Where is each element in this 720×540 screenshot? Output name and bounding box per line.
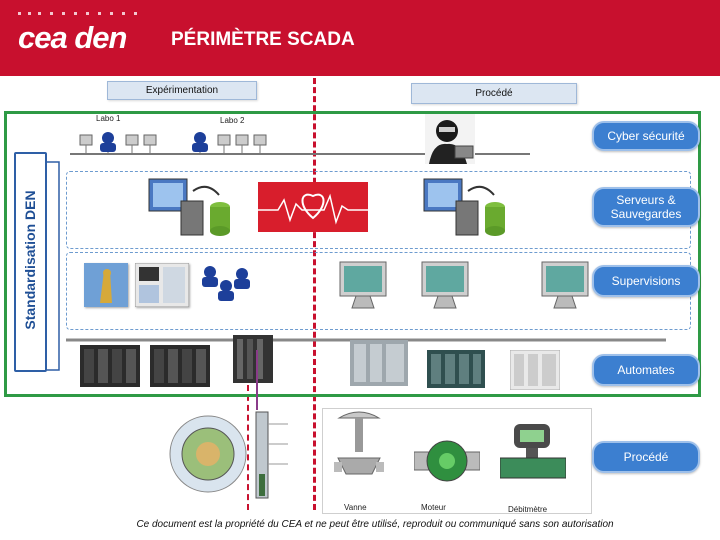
layer-automates: Automates [592,354,700,386]
server-backup-icon-right [423,178,505,236]
layer-serveurs-sauvegardes: Serveurs & Sauvegardes [592,187,700,227]
supervision-monitor-2 [421,261,469,309]
standardisation-bracket [47,161,60,371]
copyright-footer: Ce document est la propriété du CEA et n… [136,519,614,530]
heartbeat-redundancy-icon [258,182,368,232]
hacker-icon [425,114,475,164]
debitmetre-label: Débitmètre [508,505,548,514]
header-decoration [18,12,158,16]
motor-icon [414,440,480,482]
server-backup-icon-left [148,178,230,236]
statue-image [84,263,128,307]
labo2-label: Labo 2 [220,116,245,125]
separator-line-left [247,385,249,510]
plc-rack-2 [150,345,210,387]
users-group-icon [202,266,250,301]
header-banner [0,0,720,76]
rack-to-process-link [256,350,258,410]
flowmeter-icon [500,424,566,479]
moteur-label: Moteur [421,503,446,512]
standardisation-label: Standardisation DEN [22,190,38,330]
page-title: PÉRIMÈTRE SCADA [171,29,355,50]
reactor-core-diagram [169,411,288,499]
plc-rack-3 [233,335,273,383]
cea-den-logo: cea den [18,20,127,55]
layer-cyber-label: Cyber sécurité [607,129,685,143]
plc-modular [510,350,560,390]
plc-siemens-2 [427,350,485,388]
layer-serveurs-label: Serveurs & Sauvegardes [610,193,682,221]
layer-supervisions-label: Supervisions [611,274,681,288]
labo1-label: Labo 1 [96,114,121,123]
process-box [322,408,592,514]
plc-rack-1 [80,345,140,387]
supervision-monitor-1 [339,261,387,309]
valve-icon [334,411,384,475]
plc-siemens-1 [350,340,408,386]
vanne-label: Vanne [344,503,367,512]
separator-line-center [313,78,316,510]
layer-supervisions: Supervisions [592,265,700,297]
labo1-users-icon [79,132,267,152]
control-panel-image [135,263,189,307]
layer-cyber-securite: Cyber sécurité [592,121,700,151]
layer-automates-label: Automates [617,363,675,377]
supervision-monitor-3 [541,261,589,309]
scada-perimeter-frame [4,111,701,397]
header-dots-graphic [18,12,137,15]
layer-procede-label: Procédé [623,450,669,464]
tab-experimentation: Expérimentation [107,81,257,100]
layer-procede: Procédé [592,441,700,473]
standardisation-box [14,152,47,372]
tab-procede: Procédé [411,83,577,104]
